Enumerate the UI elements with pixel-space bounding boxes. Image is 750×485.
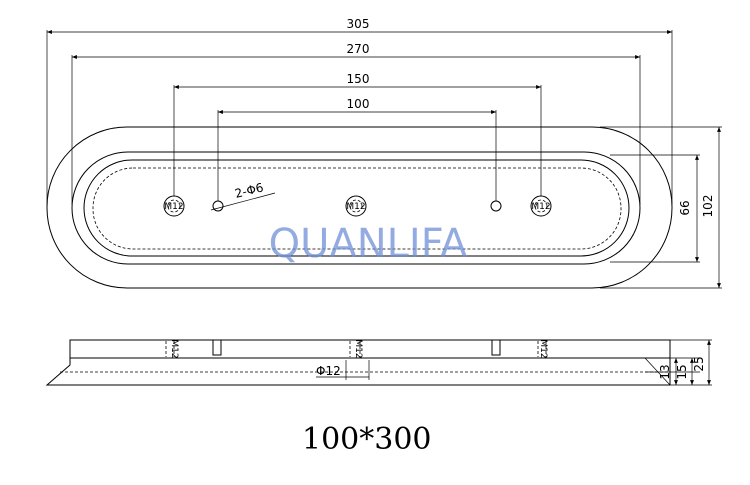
dim-diameter: Φ12 (316, 360, 370, 380)
svg-text:15: 15 (675, 364, 689, 379)
plate-mid-outline (71, 151, 641, 265)
hole-callout-leader (210, 192, 276, 211)
hole-callout: 2-Φ6 (233, 180, 265, 201)
plate-inner-outline (83, 159, 630, 257)
svg-text:M12: M12 (164, 202, 183, 212)
svg-text:150: 150 (347, 72, 370, 86)
svg-text:100: 100 (347, 97, 370, 111)
plate-inner-dashed (92, 167, 622, 250)
thread-mark-center: M12 (349, 339, 363, 359)
threaded-hole-right: M12 (530, 195, 552, 217)
caption: 100*300 (302, 422, 432, 457)
svg-text:M12: M12 (353, 339, 363, 358)
dim-height-13: 13 (658, 358, 678, 385)
dim-height-15: 15 (675, 358, 694, 385)
svg-text:M12: M12 (531, 202, 550, 212)
stud-right (491, 339, 501, 356)
svg-text:305: 305 (347, 17, 370, 31)
svg-text:102: 102 (701, 195, 715, 218)
through-hole-right (490, 200, 502, 212)
side-profile-outline (45, 339, 671, 386)
svg-text:M12: M12 (169, 339, 179, 358)
svg-text:M12: M12 (346, 202, 365, 212)
stud-left (212, 339, 222, 356)
through-hole-left (212, 200, 224, 212)
dim-mount-spacing-inner: 100 (218, 97, 496, 114)
dim-height-25: 25 (692, 340, 711, 385)
thread-mark-left: M12 (165, 339, 179, 359)
threaded-hole-left: M12 (163, 195, 185, 217)
top-view: M12 M12 M12 2-Φ6 (46, 17, 722, 289)
svg-text:Φ12: Φ12 (316, 364, 341, 378)
plate-outer-outline (46, 126, 673, 289)
dim-inner-length: 270 (72, 42, 640, 59)
dim-overall-length: 305 (47, 17, 672, 34)
dim-inner-width: 66 (678, 155, 699, 262)
dim-mount-spacing-outer: 150 (174, 72, 541, 89)
svg-text:13: 13 (658, 364, 672, 379)
watermark: QUANLIFA (269, 221, 468, 267)
svg-text:25: 25 (692, 356, 706, 371)
side-view: M12 M12 M12 Φ12 13 1 (45, 339, 712, 386)
svg-text:270: 270 (347, 42, 370, 56)
threaded-hole-center: M12 (345, 195, 367, 217)
svg-text:66: 66 (678, 200, 692, 215)
svg-text:M12: M12 (538, 339, 548, 358)
dim-overall-width: 102 (701, 127, 721, 288)
thread-mark-right: M12 (537, 339, 548, 359)
